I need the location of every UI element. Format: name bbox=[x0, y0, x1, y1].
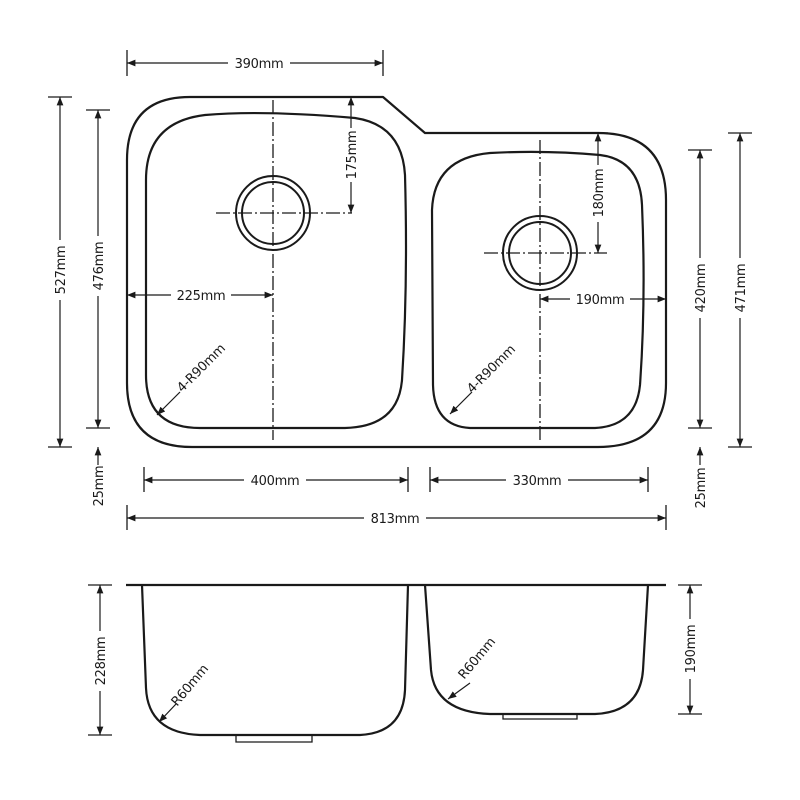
label-overall-width: 813mm bbox=[371, 512, 420, 527]
right-bowl-section bbox=[423, 584, 650, 716]
right-drain-icon bbox=[502, 215, 578, 291]
label-left-bowl-height: 228mm bbox=[94, 637, 109, 686]
right-drain-stub bbox=[502, 714, 578, 720]
left-drain-stub bbox=[235, 735, 313, 743]
label-right-bowl-width: 330mm bbox=[513, 474, 562, 489]
label-left-bottom-radius: R60mm bbox=[169, 662, 212, 709]
label-left-rim-margin: 25mm bbox=[92, 466, 107, 507]
label-right-bowl-height: 190mm bbox=[684, 625, 699, 674]
label-right-overall-depth: 471mm bbox=[734, 264, 749, 313]
label-right-drain-from-top: 180mm bbox=[592, 169, 607, 218]
right-bowl-outline bbox=[430, 150, 645, 430]
left-bowl-section bbox=[140, 584, 410, 737]
label-left-bowl-depth: 476mm bbox=[92, 242, 107, 291]
sink-outer-outline bbox=[125, 95, 668, 449]
label-left-corner-radius: 4-R90mm bbox=[174, 341, 228, 395]
section-view: 228mm 190mm R60mm R60mm bbox=[88, 583, 702, 743]
label-left-bowl-width: 400mm bbox=[251, 474, 300, 489]
label-right-bottom-radius: R60mm bbox=[456, 635, 499, 682]
left-bowl-outline bbox=[144, 111, 408, 430]
label-right-corner-radius: 4-R90mm bbox=[464, 342, 518, 396]
label-right-drain-from-side: 190mm bbox=[576, 293, 625, 308]
plan-view: 390mm 175mm 180mm 225mm 190mm 4-R90mm 4-… bbox=[48, 50, 752, 530]
label-top-width: 390mm bbox=[235, 57, 284, 72]
label-right-bowl-depth: 420mm bbox=[694, 264, 709, 313]
label-overall-depth: 527mm bbox=[54, 246, 69, 295]
label-right-rim-margin: 25mm bbox=[694, 468, 709, 509]
label-left-drain-from-top: 175mm bbox=[345, 131, 360, 180]
left-drain-icon bbox=[235, 175, 311, 251]
label-left-drain-from-side: 225mm bbox=[177, 289, 226, 304]
